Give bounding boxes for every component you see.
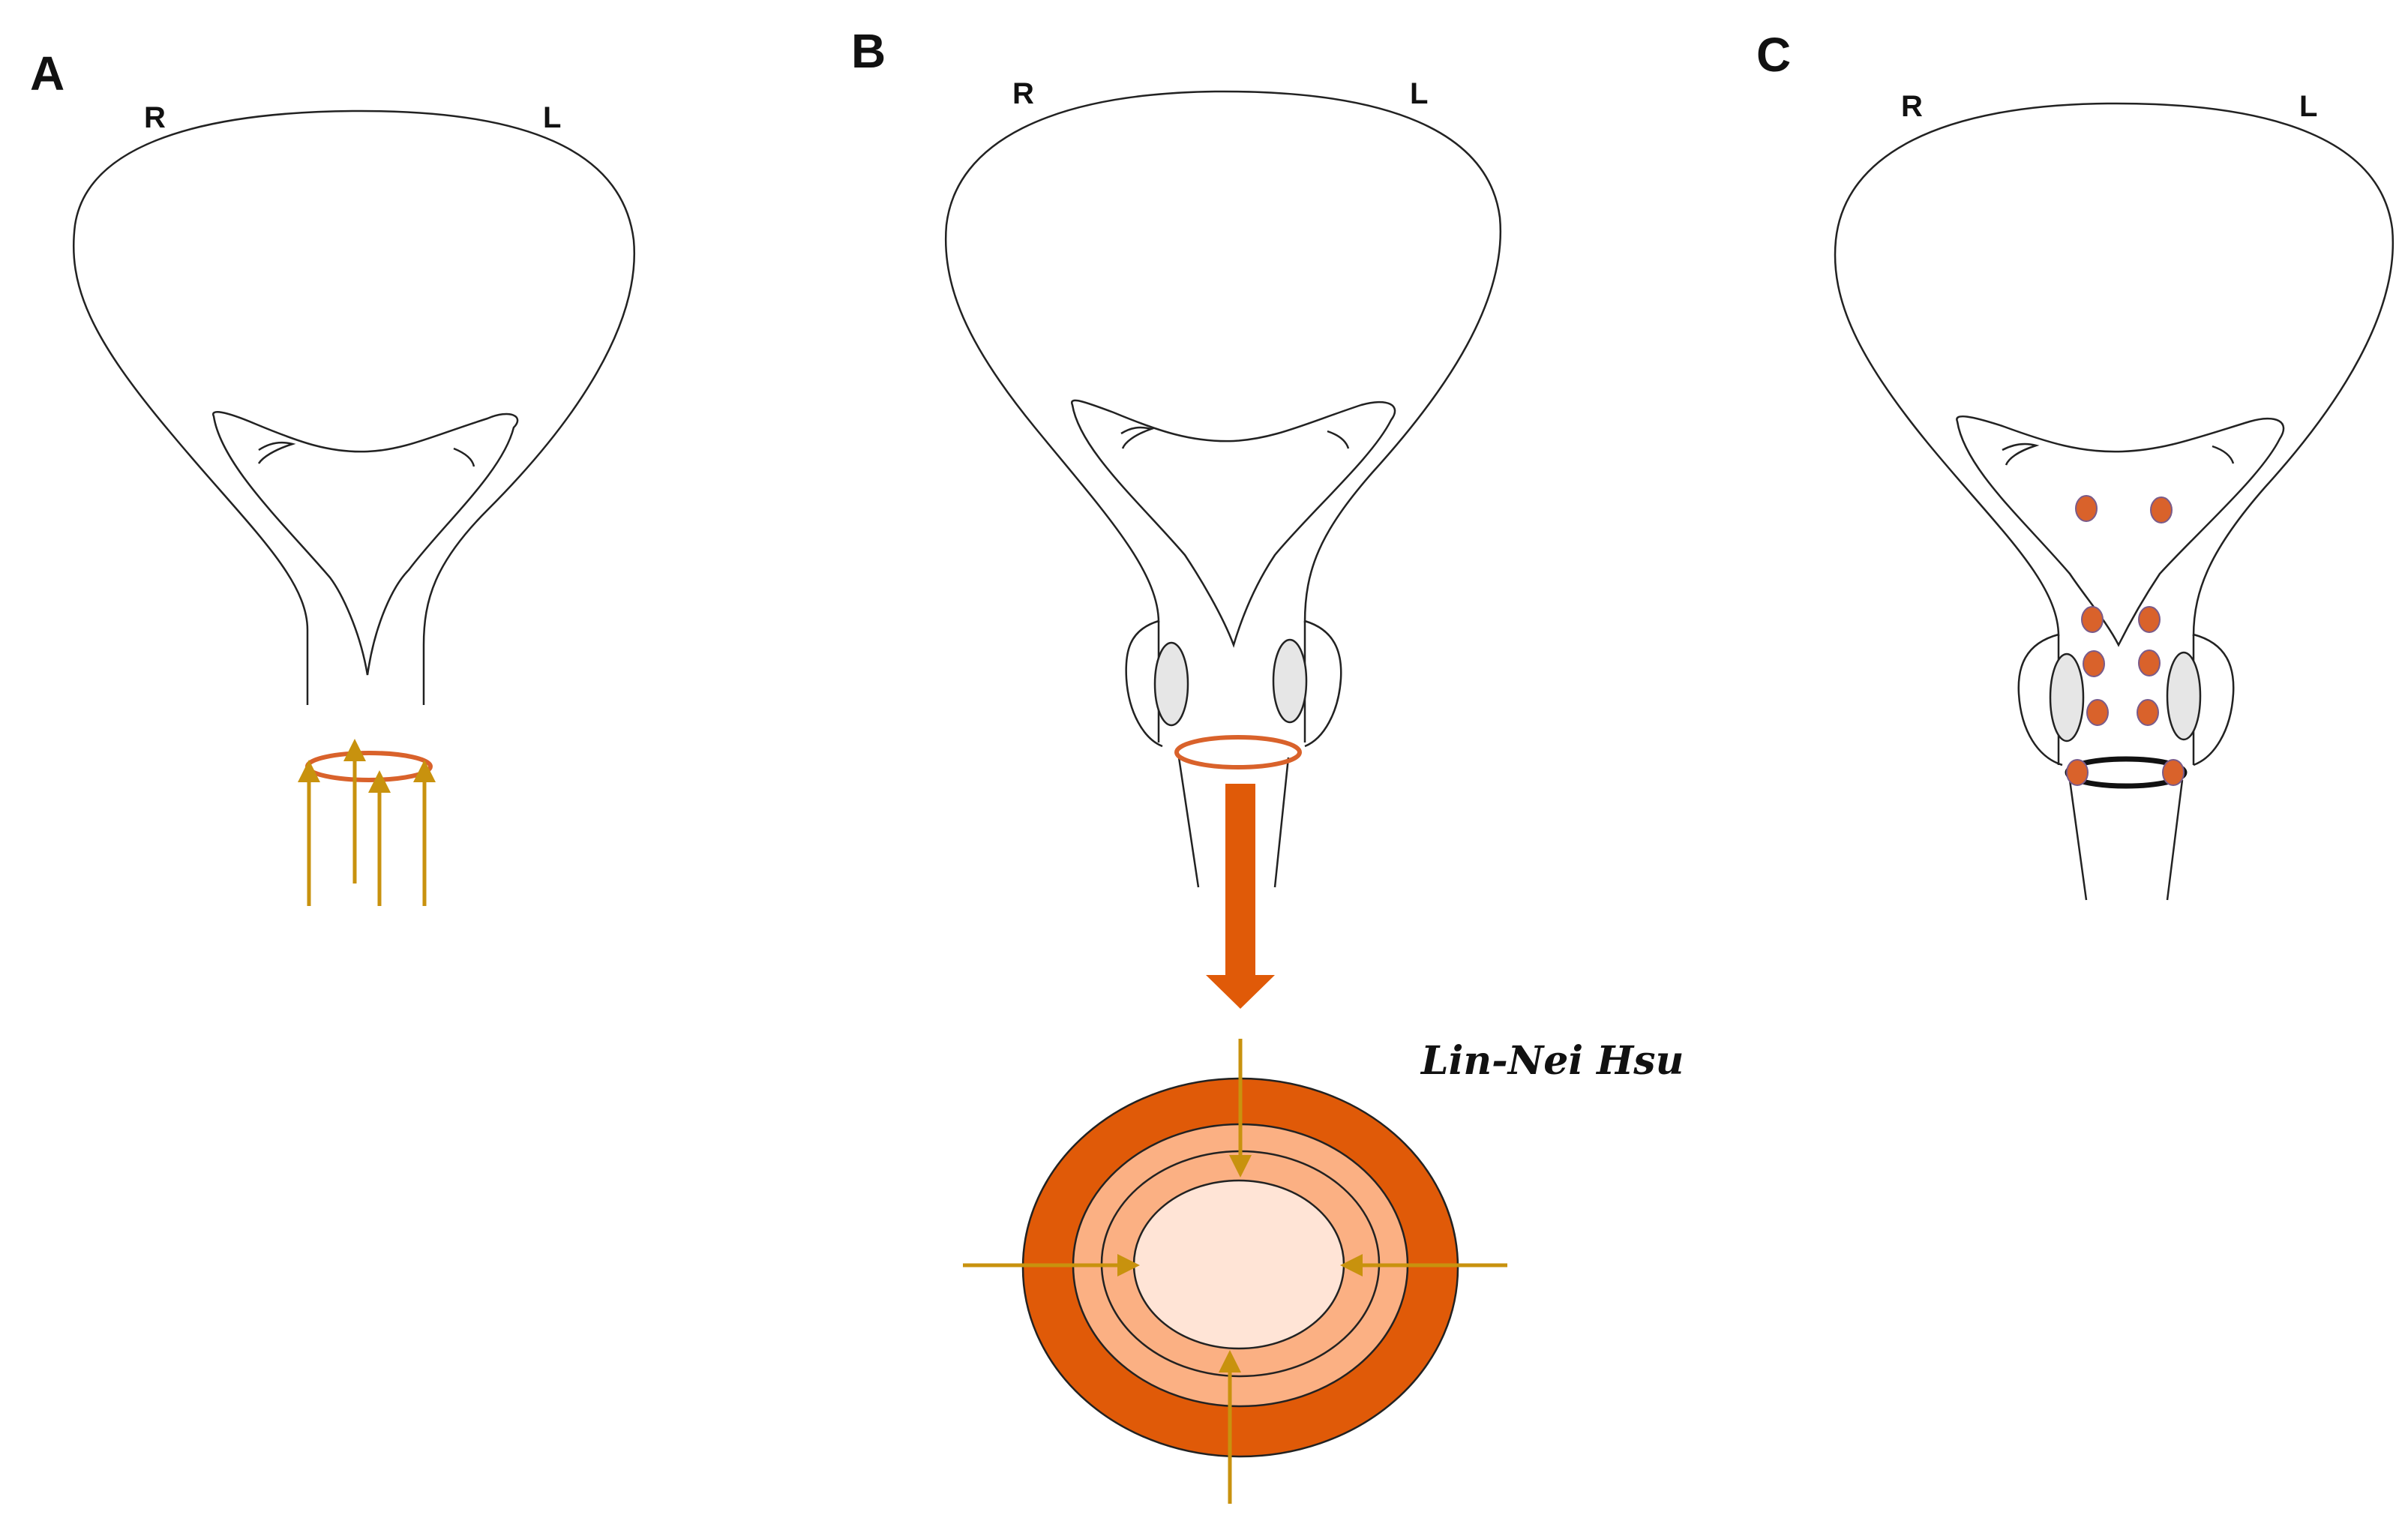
- panel-b-external-sphincter-right: [1125, 620, 1163, 748]
- panel-c-dot: [2137, 699, 2159, 726]
- panel-b-cross-section: [963, 1039, 1507, 1504]
- panel-b-letter: B: [851, 24, 886, 78]
- panel-c-urethra-left: [2166, 779, 2184, 901]
- panel-c-dot: [2083, 650, 2105, 677]
- panel-c-letter: C: [1756, 28, 1791, 82]
- panel-c-dot: [2075, 495, 2098, 522]
- panel-c-dot: [2138, 650, 2161, 676]
- panel-a-left-ureteral-orifice: [453, 447, 475, 467]
- panel-b: B R L Lin-Nei Hsu: [851, 24, 1684, 1504]
- panel-b-right-ureteral-orifice: [1120, 426, 1155, 449]
- panel-a-bladder-outline: [72, 110, 636, 705]
- panel-a-left-side-label: L: [543, 101, 561, 134]
- panel-c-dot: [2086, 699, 2109, 726]
- panel-c-urethra-right: [2068, 779, 2088, 901]
- panel-b-bladder-neck-ring: [1174, 735, 1302, 770]
- panel-a-bladder-neck-ring: [305, 751, 433, 782]
- panel-c-external-sphincter-left: [2193, 633, 2235, 766]
- panel-b-bladder-outline: [944, 90, 1502, 623]
- panel-b-urethra-right: [1177, 757, 1200, 888]
- panel-b-urethra-left: [1273, 757, 1290, 888]
- panel-c-left-side-label: L: [2299, 90, 2317, 123]
- panel-c-right-side-label: R: [1901, 90, 1923, 123]
- panel-a-right-side-label: R: [144, 101, 166, 134]
- panel-c-external-sphincter-right: [2017, 633, 2063, 766]
- panel-a-right-ureteral-orifice: [257, 441, 296, 464]
- panel-b-external-sphincter-left: [1304, 620, 1342, 748]
- panel-c-dot: [2150, 496, 2173, 524]
- panel-a-letter: A: [30, 46, 64, 100]
- cross-section-lumen: [1132, 1179, 1345, 1350]
- panel-a-trigone: [212, 411, 519, 676]
- panel-c-trigone: [1956, 416, 2285, 647]
- panel-b-right-side-label: R: [1012, 77, 1034, 110]
- panel-a: A R L: [30, 46, 636, 906]
- panel-c-left-sphincter-muscle: [2166, 651, 2202, 741]
- panel-c: C R L: [1756, 28, 2395, 901]
- panel-c-dot: [2162, 759, 2185, 786]
- panel-c-left-ureteral-orifice: [2212, 445, 2235, 464]
- panel-b-left-ureteral-orifice: [1327, 430, 1350, 449]
- panel-b-right-sphincter-muscle: [1153, 641, 1189, 727]
- panel-c-bladder-outline: [1834, 102, 2395, 637]
- panel-c-dot: [2081, 606, 2104, 633]
- panel-b-down-arrow: [1206, 784, 1275, 1009]
- panel-b-trigone: [1071, 399, 1396, 648]
- author-signature: Lin-Nei Hsu: [1420, 1038, 1684, 1084]
- panel-c-dot: [2138, 606, 2161, 633]
- panel-c-dot: [2066, 759, 2089, 786]
- panel-b-left-sphincter-muscle: [1272, 638, 1308, 724]
- panel-b-left-side-label: L: [1410, 77, 1428, 110]
- panel-c-right-ureteral-orifice: [2002, 442, 2040, 466]
- panel-c-right-sphincter-muscle: [2049, 652, 2085, 742]
